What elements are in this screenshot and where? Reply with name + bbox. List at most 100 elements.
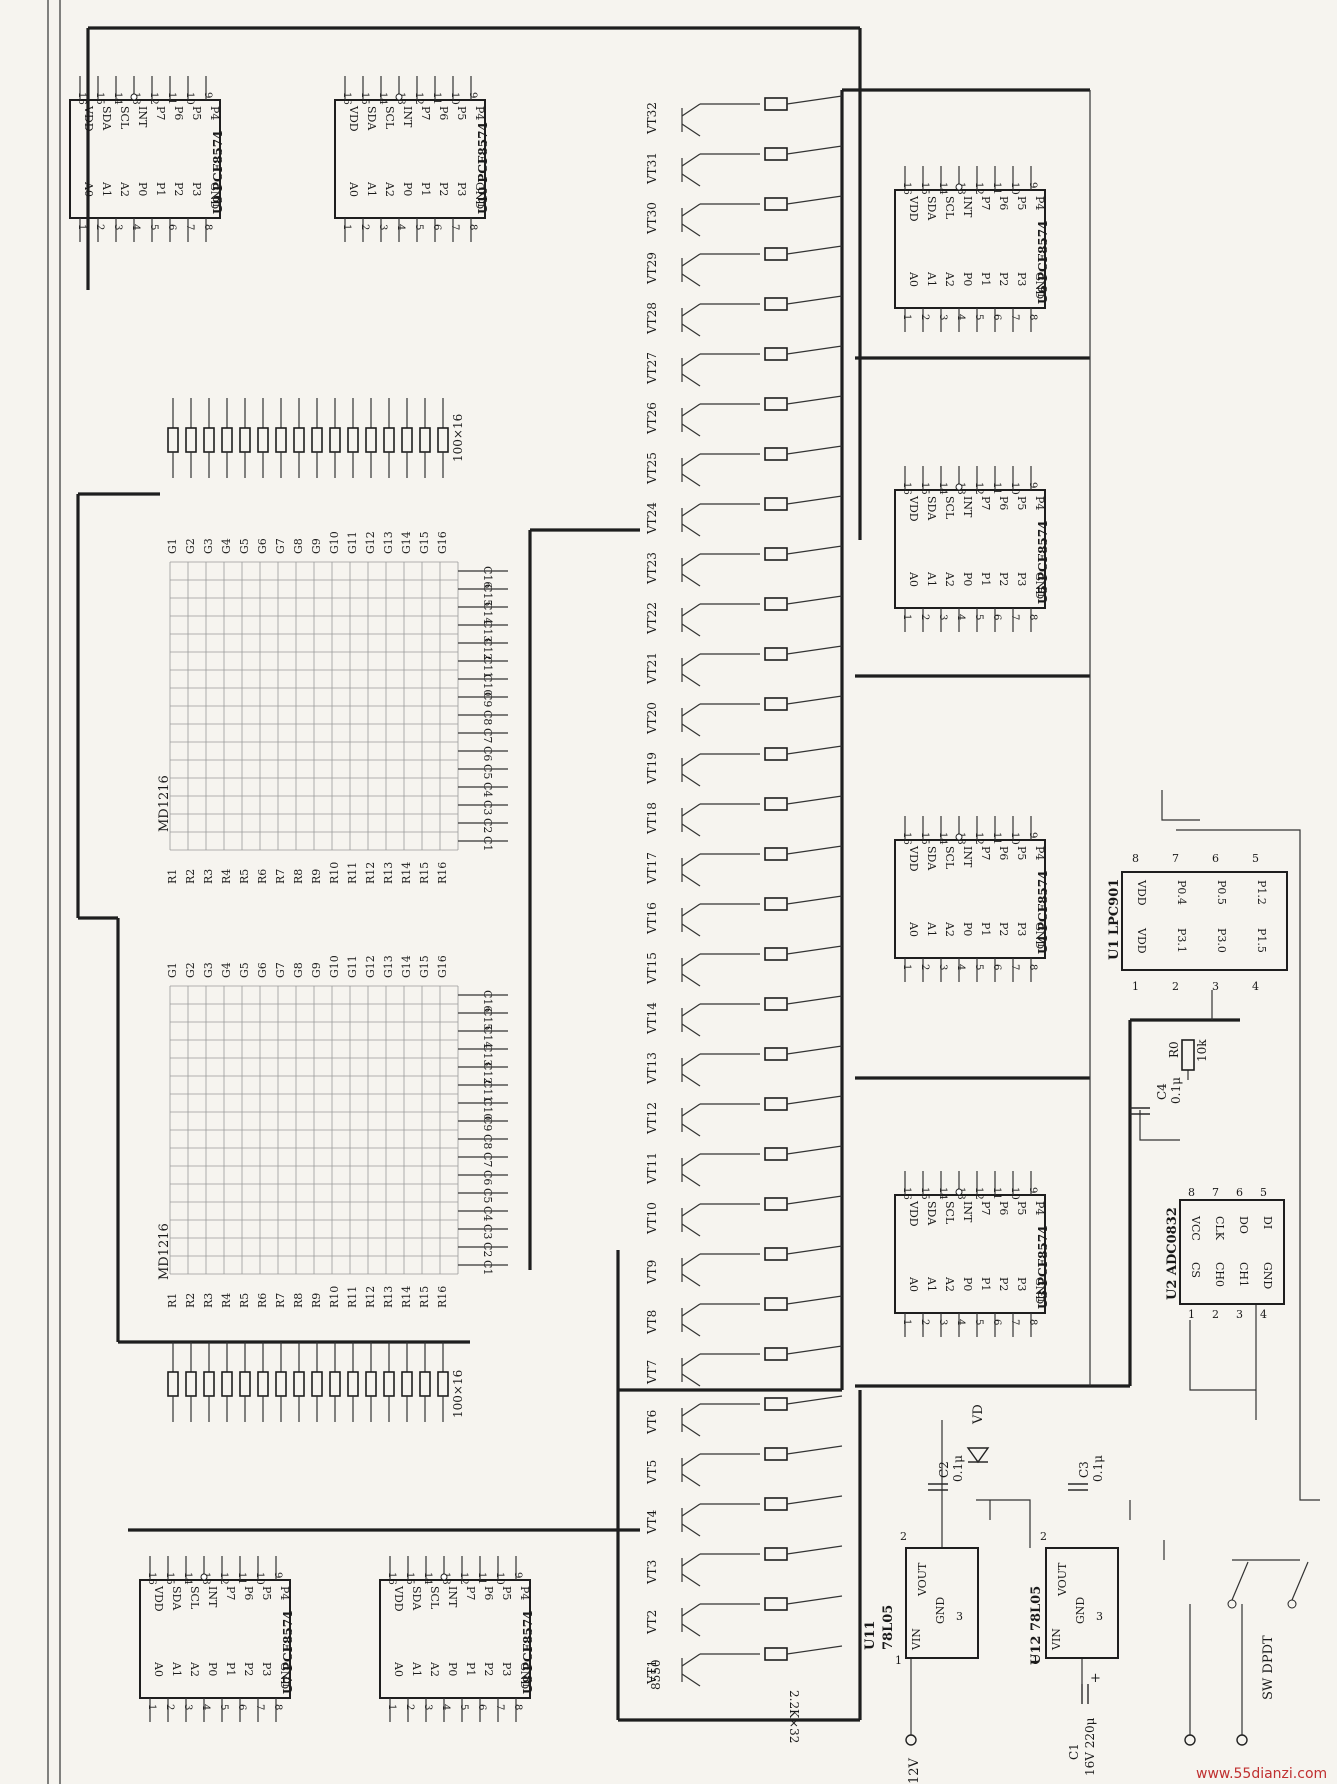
- pcf-chip-right-1-pinno-top-7: 9: [1027, 182, 1038, 188]
- pcf-chip-bottom-2-pin-top-4: P7: [464, 1586, 477, 1600]
- pcf-chip-right-2-pinno-top-1: 15: [919, 482, 930, 495]
- base-resistor-lead-10: [786, 1195, 843, 1205]
- pcf-chip-right-2-pin-top-2: SCL: [943, 496, 956, 520]
- pcf-chip-right-1-pin-bot-7: GND: [1033, 272, 1046, 299]
- lpc901-pinno-bot-2: 3: [1212, 980, 1219, 993]
- pcf-chip-right-1: VDD16A01SDA15A12SCL14A23INT13P04P712P15P…: [894, 166, 1050, 332]
- pcf-chip-right-1-pinno-top-0: 16: [901, 182, 912, 195]
- pcf-chip-left-1-pinno-top-7: 9: [202, 92, 213, 98]
- resistor-array-bottom-element-7: [293, 1371, 305, 1397]
- pcf-chip-left-2-pinno-top-1: 15: [359, 92, 370, 105]
- resistor-array-top-element-9: [329, 427, 341, 453]
- pcf-chip-right-4-pinno-top-7: 9: [1027, 1187, 1038, 1193]
- pcf-chip-right-3-label: U4 PCF8574: [1036, 871, 1050, 954]
- transistor-15: VT15: [645, 945, 843, 987]
- pcf-chip-bottom-2-pin-bot-0: A0: [392, 1661, 405, 1677]
- pcf-chip-right-4-pin-bot-5: P2: [997, 1277, 1010, 1291]
- led-matrix-top-c-label-6: C7: [481, 728, 494, 743]
- transistor-label-3: VT3: [645, 1560, 659, 1585]
- transistor-label-18: VT18: [645, 802, 659, 835]
- led-matrix-top-r-label-6: R7: [274, 869, 287, 884]
- pcf-chip-right-1-pin-top-0: VDD: [907, 195, 920, 222]
- pcf-chip-left-1-pinno-bot-1: 2: [94, 224, 105, 230]
- pcf-chip-right-3-pinno-bot-3: 4: [955, 964, 966, 970]
- led-matrix-bottom-r-label-10: R11: [346, 1286, 359, 1308]
- resistor-array-top-element-10: [347, 427, 359, 453]
- transistor-label-11: VT11: [645, 1152, 659, 1185]
- base-resistor-1: [764, 1647, 788, 1661]
- base-resistor-lead-30: [786, 195, 843, 205]
- u12-regulator: U12 78L05 VOUT GND VIN 2 3 1: [1029, 1530, 1119, 1667]
- adc0832-pin-name-bot-3: GND: [1261, 1262, 1274, 1289]
- pcf-chip-bottom-1-pin-bot-4: P1: [224, 1662, 237, 1676]
- transistor-emitter-1: [681, 1653, 701, 1667]
- pcf-chip-right-4-pin-top-0: VDD: [907, 1200, 920, 1227]
- led-matrix-top-g-label-12: G13: [382, 531, 395, 554]
- base-resistor-10: [764, 1197, 788, 1211]
- pcf-chip-left-2-pin-top-5: P6: [437, 106, 450, 120]
- pcf-chip-bottom-1-pinno-bot-7: 8: [272, 1704, 283, 1710]
- resistor-array-top-element-8: [311, 427, 323, 453]
- led-matrix-bottom-g-label-3: G4: [220, 962, 233, 978]
- transistor-21: VT21: [645, 645, 843, 687]
- base-resistor-31: [764, 147, 788, 161]
- pcf-chip-right-3-pinno-bot-0: 1: [901, 964, 912, 970]
- led-matrix-bottom-r-label-9: R10: [328, 1286, 341, 1308]
- pcf-chip-left-2-pin-bot-1: A1: [365, 181, 378, 197]
- pcf-chip-right-2-pinno-bot-6: 7: [1009, 614, 1020, 620]
- pcf-chip-left-1-int-dot: [130, 93, 138, 101]
- resistor-array-top-element-1: [185, 427, 197, 453]
- pcf-chip-right-2-pinno-bot-0: 1: [901, 614, 912, 620]
- u11-vin: VIN: [910, 1628, 923, 1651]
- pcf-chip-left-1-pin-top-3: INT: [136, 106, 149, 128]
- led-matrix-top-c-label-15: C16: [481, 566, 494, 588]
- led-matrix-bottom-r-label-7: R8: [292, 1293, 305, 1308]
- pcf-chip-bottom-2-pin-top-7: P4: [518, 1586, 531, 1600]
- base-resistor-3: [764, 1547, 788, 1561]
- pcf-chip-right-2-body: [894, 489, 1046, 609]
- switch-label: SW DPDT: [1261, 1635, 1276, 1700]
- u11-vout: VOUT: [916, 1562, 929, 1597]
- transistor-emitter-30: [681, 203, 701, 217]
- pcf-chip-left-1-pin-top-0: VDD: [82, 105, 95, 132]
- pcf-chip-left-1-pinno-top-6: 10: [184, 92, 195, 105]
- transistor-collector-3: [681, 1573, 701, 1587]
- pcf-chip-right-4-pinno-bot-3: 4: [955, 1319, 966, 1325]
- pcf-chip-right-1-pin-bot-5: P2: [997, 272, 1010, 286]
- transistor-label-12: VT12: [645, 1102, 659, 1135]
- pcf-chip-left-1-pin-top-4: P7: [154, 106, 167, 120]
- resistor-array-top-element-11: [365, 427, 377, 453]
- pcf-chip-bottom-1-pin-top-6: P5: [260, 1586, 273, 1600]
- led-matrix-bottom-g-label-10: G11: [346, 955, 359, 978]
- base-resistor-24: [764, 497, 788, 511]
- transistor-collector-16: [681, 923, 701, 937]
- transistor-collector-29: [681, 273, 701, 287]
- lpc901-chip: U1 LPC901: [1107, 871, 1288, 971]
- u11-pin2: 2: [900, 1530, 907, 1543]
- pcf-chip-right-3-pin-bot-0: A0: [907, 921, 920, 937]
- r0-name: R0: [1167, 1041, 1181, 1058]
- base-resistor-32: [764, 97, 788, 111]
- transistor-collector-2: [681, 1623, 701, 1637]
- transistor-collector-28: [681, 323, 701, 337]
- adc0832-pinno-bot-0: 1: [1188, 1308, 1195, 1321]
- transistor-emitter-11: [681, 1153, 701, 1167]
- resistor-array-bottom-element-11: [365, 1371, 377, 1397]
- pcf-chip-right-4-pin-bot-2: A2: [943, 1276, 956, 1292]
- led-matrix-top-r-label-7: R8: [292, 869, 305, 884]
- pcf-chip-right-2-pinno-top-7: 9: [1027, 482, 1038, 488]
- led-matrix-bottom-g-label-0: G1: [166, 962, 179, 978]
- pcf-chip-right-2-pin-top-6: P5: [1015, 496, 1028, 510]
- pcf-chip-bottom-2-pinno-top-7: 9: [512, 1572, 523, 1578]
- led-matrix-bottom-g-label-11: G12: [364, 955, 377, 978]
- pcf-chip-right-4-pinno-top-4: 12: [973, 1187, 984, 1200]
- led-matrix-top-g-label-8: G9: [310, 538, 323, 554]
- pcf-chip-bottom-2-pin-top-5: P6: [482, 1586, 495, 1600]
- pcf-chip-right-3-pinno-bot-2: 3: [937, 964, 948, 970]
- u12-pin1: 1: [1032, 1654, 1039, 1667]
- pcf-chip-right-2-pinno-bot-5: 6: [991, 614, 1002, 620]
- pcf-chip-bottom-1-pin-top-5: P6: [242, 1586, 255, 1600]
- base-resistor-lead-15: [786, 945, 843, 955]
- resistor-array-top-element-14: [419, 427, 431, 453]
- transistor-label-30: VT30: [645, 202, 659, 235]
